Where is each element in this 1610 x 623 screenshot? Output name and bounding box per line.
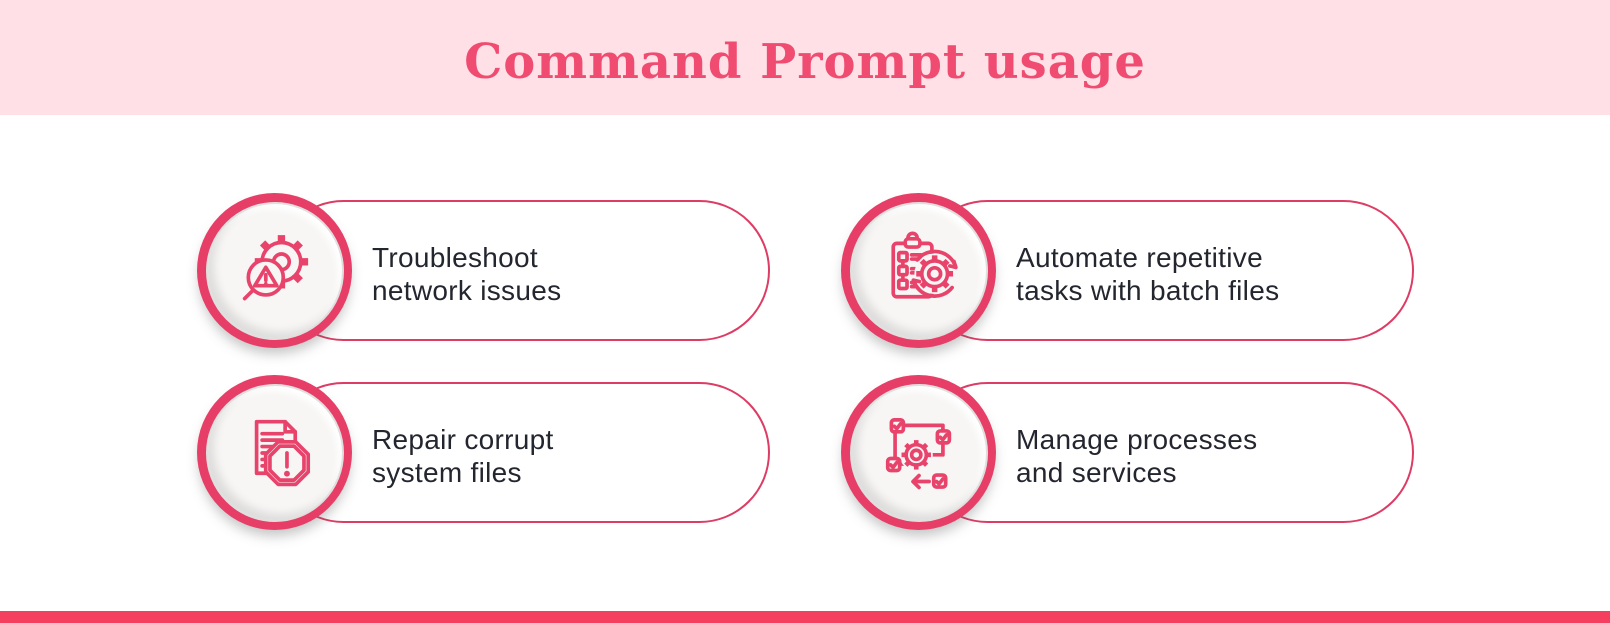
clipboard-checklist-gear-icon [890, 230, 958, 299]
card-label-line2: and services [1016, 456, 1177, 488]
card-label-line2: tasks with batch files [1016, 274, 1280, 306]
usage-grid: Troubleshoot network issues [197, 193, 1414, 530]
card-repair-files: Repair corrupt system files [197, 375, 770, 530]
card-pill-outline [917, 200, 1414, 341]
icon-badge [197, 193, 352, 348]
card-pill-outline [273, 382, 770, 523]
page-title: Command Prompt usage [464, 33, 1146, 90]
card-label-line2: system files [372, 456, 522, 488]
icon-badge [841, 193, 996, 348]
card-automate-tasks: Automate repetitive tasks with batch fil… [841, 193, 1414, 348]
workflow-checkboxes-gear-icon [885, 417, 951, 489]
card-label: Manage processes and services [1016, 423, 1257, 489]
card-label-line1: Manage processes [1016, 423, 1258, 455]
icon-badge [841, 375, 996, 530]
card-label-line2: network issues [372, 274, 562, 306]
card-label-line1: Troubleshoot [372, 241, 538, 273]
document-error-octagon-icon [254, 419, 310, 486]
icon-badge [197, 375, 352, 530]
card-pill-outline [917, 382, 1414, 523]
card-label: Automate repetitive tasks with batch fil… [1016, 241, 1279, 307]
card-pill-outline [273, 200, 770, 341]
card-troubleshoot-network: Troubleshoot network issues [197, 193, 770, 348]
card-label: Troubleshoot network issues [372, 241, 561, 307]
header-banner: Command Prompt usage [0, 0, 1610, 115]
footer-accent-bar [0, 611, 1610, 623]
card-manage-processes: Manage processes and services [841, 375, 1414, 530]
card-label: Repair corrupt system files [372, 423, 554, 489]
card-label-line1: Repair corrupt [372, 423, 554, 455]
gear-magnifier-warning-icon [242, 234, 308, 300]
card-label-line1: Automate repetitive [1016, 241, 1263, 273]
